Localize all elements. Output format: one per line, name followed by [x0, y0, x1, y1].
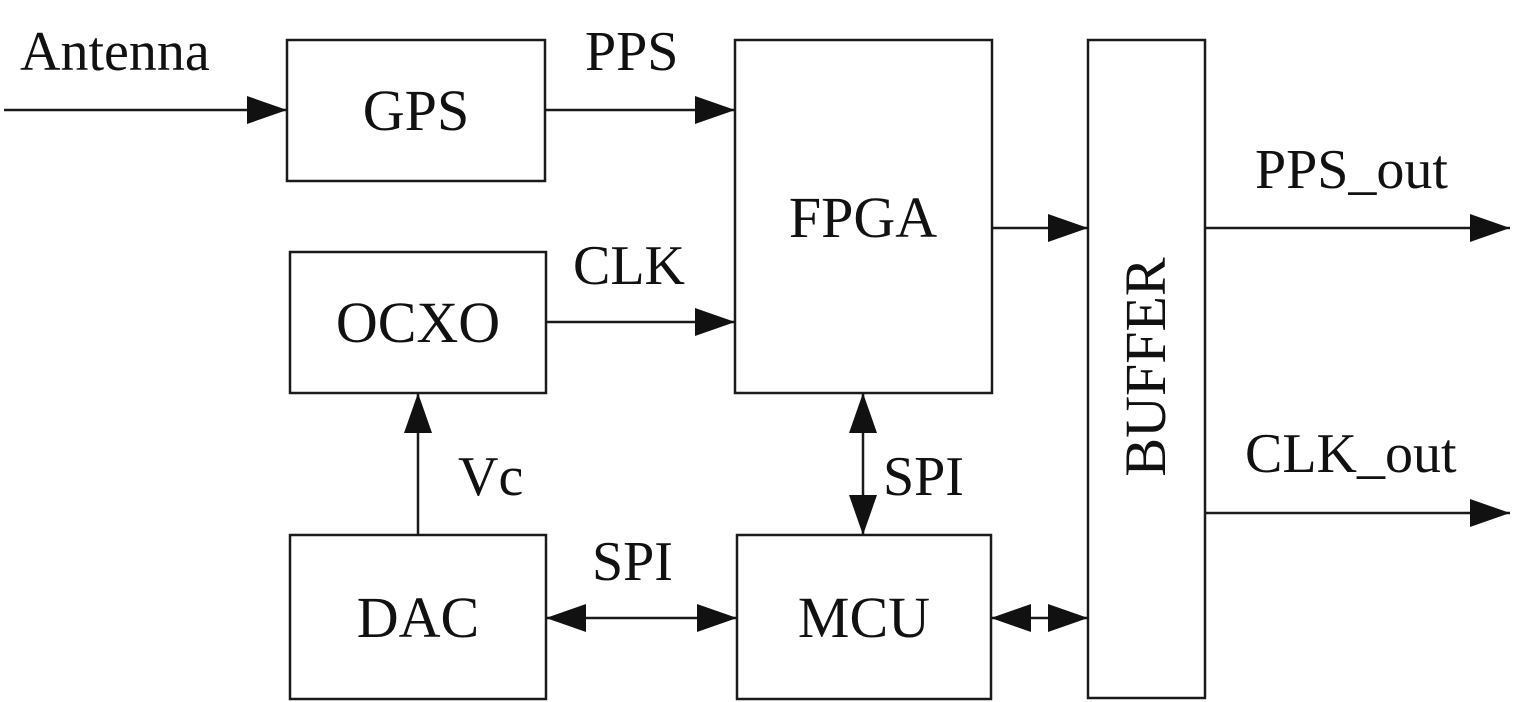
gps-label: GPS: [363, 78, 469, 143]
dac-block: DAC: [288, 533, 548, 701]
antenna-label: Antenna: [20, 21, 210, 83]
fpga-label: FPGA: [789, 185, 937, 250]
ocxo-block: OCXO: [288, 250, 548, 395]
gps-block: GPS: [285, 38, 547, 183]
vc-label: Vc: [458, 446, 523, 508]
clk-label: CLK: [573, 235, 685, 297]
pps-out-label: PPS_out: [1255, 139, 1448, 201]
mcu-block: MCU: [735, 533, 993, 701]
buffer-block: BUFFER: [1086, 38, 1207, 700]
pps-label: PPS: [585, 21, 678, 83]
spi-fpga-mcu-label: SPI: [883, 446, 964, 508]
mcu-label: MCU: [798, 585, 930, 650]
spi-dac-mcu-label: SPI: [592, 531, 673, 593]
buffer-label: BUFFER: [1113, 257, 1178, 477]
fpga-block: FPGA: [733, 38, 994, 395]
dac-label: DAC: [357, 585, 479, 650]
ocxo-label: OCXO: [336, 290, 500, 355]
clk-out-label: CLK_out: [1245, 423, 1457, 485]
